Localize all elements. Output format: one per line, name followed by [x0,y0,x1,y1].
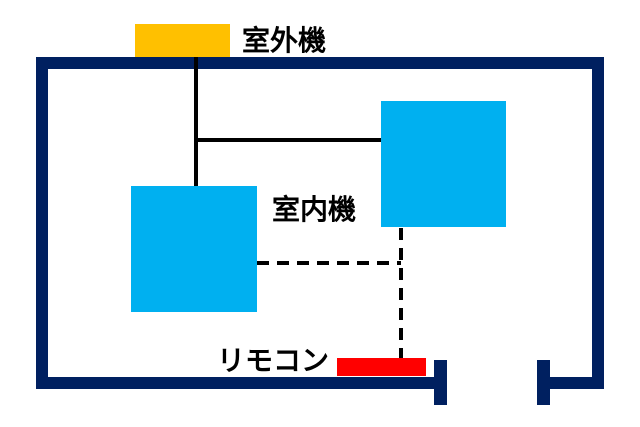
refrigerant-pipe [194,57,381,186]
remote-wiring [257,228,403,359]
indoor-unit-upper-right [381,101,506,227]
indoor-unit-label: 室内機 [272,193,356,226]
door-jamb-right [537,360,550,405]
remote-control-label: リモコン [217,344,329,377]
door-jamb-left [434,360,447,405]
indoor-unit-lower-left [131,186,257,312]
outdoor-unit [135,24,230,57]
outdoor-unit-label: 室外機 [242,24,326,57]
room-wall [36,57,604,389]
remote-control [337,358,426,376]
